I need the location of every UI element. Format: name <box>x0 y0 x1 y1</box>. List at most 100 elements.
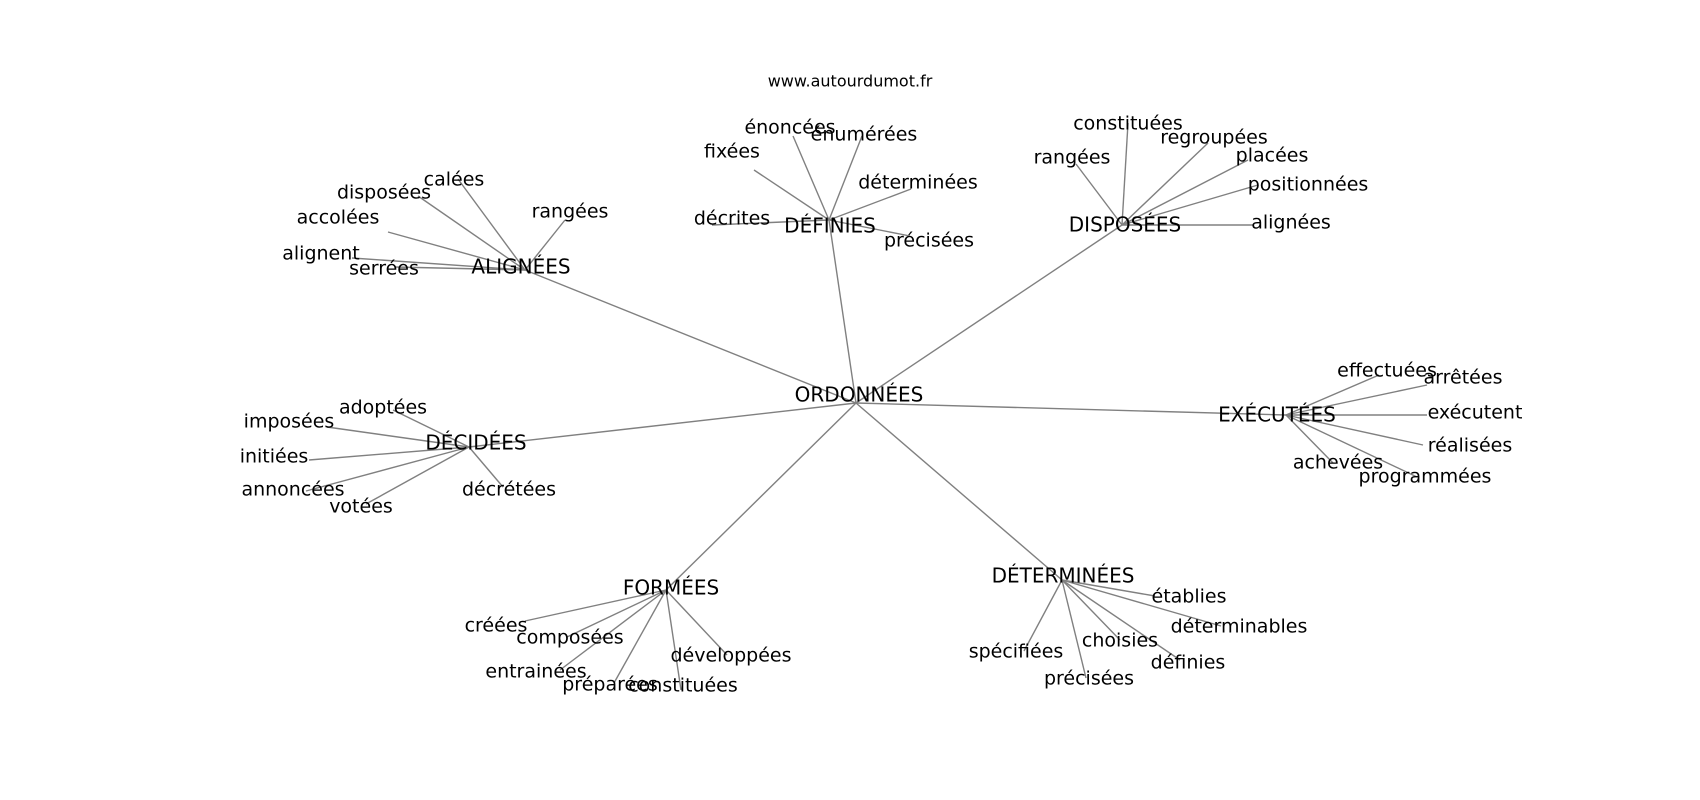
leaf-node[interactable]: rangées <box>532 201 609 223</box>
edge-hub-leaf <box>559 589 667 671</box>
leaf-node[interactable]: composées <box>516 627 623 649</box>
leaf-node[interactable]: établies <box>1152 586 1227 608</box>
leaf-node[interactable]: définies <box>1151 652 1226 674</box>
edge-center-hub <box>855 402 1287 416</box>
center-node[interactable]: ORDONNÉES <box>795 383 924 407</box>
edge-hub-leaf <box>1023 579 1063 652</box>
leaf-node[interactable]: préparées <box>562 674 658 696</box>
leaf-node[interactable]: constituées <box>1073 113 1183 135</box>
edge-hub-leaf <box>308 446 470 461</box>
leaf-node[interactable]: spécifiées <box>969 641 1064 663</box>
leaf-node[interactable]: rangées <box>1034 147 1111 169</box>
leaf-node[interactable]: décrites <box>694 208 770 230</box>
edge-hub-leaf <box>1285 414 1418 478</box>
edge-hub-leaf <box>1061 579 1181 661</box>
edge-center-hub <box>855 402 1063 581</box>
edge-hub-leaf <box>457 178 526 271</box>
edge-hub-leaf <box>326 426 470 448</box>
graph-edges <box>305 122 1428 691</box>
edge-hub-leaf <box>1061 579 1087 679</box>
edge-hub-leaf <box>394 266 526 271</box>
edge-hub-leaf <box>1121 184 1259 226</box>
hub-node[interactable]: DISPOSÉES <box>1069 213 1181 237</box>
edge-hub-leaf <box>392 409 470 448</box>
hub-node[interactable]: FORMÉES <box>623 576 719 600</box>
leaf-node[interactable]: achevées <box>1293 452 1383 474</box>
edge-hub-leaf <box>828 135 863 221</box>
edge-hub-leaf <box>1285 414 1424 446</box>
graph-labels: www.autourdumot.fr ORDONNÉESALIGNÉEScalé… <box>240 72 1523 697</box>
leaf-node[interactable]: positionnées <box>1248 174 1369 196</box>
leaf-node[interactable]: fixées <box>704 141 760 163</box>
leaf-node[interactable]: calées <box>424 169 485 191</box>
edge-hub-leaf <box>1285 414 1334 464</box>
leaf-node[interactable]: initiées <box>240 446 309 468</box>
edge-center-hub <box>828 219 857 404</box>
edge-hub-leaf <box>1075 163 1123 226</box>
leaf-node[interactable]: alignent <box>282 243 359 265</box>
leaf-node[interactable]: regroupées <box>1160 127 1268 149</box>
hub-node[interactable]: EXÉCUTÉES <box>1218 403 1336 427</box>
leaf-node[interactable]: entrainées <box>485 661 586 683</box>
leaf-node[interactable]: accolées <box>297 207 380 229</box>
edge-hub-leaf <box>417 195 526 271</box>
edge-hub-leaf <box>1061 579 1222 627</box>
leaf-node[interactable]: énumérées <box>811 124 918 146</box>
edge-hub-leaf <box>828 188 912 221</box>
edge-hub-leaf <box>524 219 566 271</box>
edge-hub-leaf <box>828 219 911 237</box>
edge-hub-leaf <box>1285 374 1380 416</box>
edge-hub-leaf <box>351 257 526 271</box>
edge-center-hub <box>468 402 857 448</box>
leaf-node[interactable]: programmées <box>1359 466 1492 488</box>
edge-center-hub <box>665 402 857 591</box>
leaf-node[interactable]: exécutent <box>1428 402 1523 424</box>
leaf-node[interactable]: annoncées <box>241 479 344 501</box>
edge-hub-leaf <box>468 446 504 488</box>
leaf-node[interactable]: déterminées <box>858 172 977 194</box>
leaf-node[interactable]: réalisées <box>1428 435 1512 457</box>
edge-hub-leaf <box>524 589 667 622</box>
leaf-node[interactable]: arrêtées <box>1424 367 1503 389</box>
leaf-node[interactable]: développées <box>671 645 792 667</box>
leaf-node[interactable]: énoncées <box>744 117 835 139</box>
leaf-node[interactable]: créées <box>465 615 528 637</box>
leaf-node[interactable]: placées <box>1236 145 1309 167</box>
leaf-node[interactable]: effectuées <box>1337 360 1437 382</box>
leaf-node[interactable]: décrétées <box>462 479 556 501</box>
hub-node[interactable]: DÉFINIES <box>784 214 876 238</box>
edge-center-hub <box>855 224 1123 404</box>
edge-hub-leaf <box>665 589 728 656</box>
leaf-node[interactable]: adoptées <box>339 397 427 419</box>
leaf-node[interactable]: précisées <box>884 230 974 252</box>
leaf-node[interactable]: constituées <box>628 675 738 697</box>
hub-node[interactable]: ALIGNÉES <box>471 255 570 279</box>
edge-hub-leaf <box>387 231 526 271</box>
leaf-node[interactable]: serrées <box>349 258 419 280</box>
edge-hub-leaf <box>1121 159 1249 226</box>
edge-hub-leaf <box>1121 142 1209 226</box>
edge-hub-leaf <box>1061 579 1156 597</box>
edge-hub-leaf <box>365 446 470 505</box>
edge-hub-leaf <box>613 589 667 684</box>
edge-hub-leaf <box>792 135 830 221</box>
leaf-node[interactable]: disposées <box>337 182 431 204</box>
edge-hub-leaf <box>665 589 682 691</box>
edge-hub-leaf <box>1285 384 1428 416</box>
edge-hub-leaf <box>305 446 470 492</box>
edge-hub-leaf <box>1121 122 1129 226</box>
edge-hub-leaf <box>711 219 830 226</box>
hub-node[interactable]: DÉTERMINÉES <box>992 564 1135 588</box>
edge-center-hub <box>524 269 857 404</box>
leaf-node[interactable]: votées <box>329 496 393 518</box>
edge-hub-leaf <box>566 589 667 638</box>
leaf-node[interactable]: alignées <box>1251 212 1331 234</box>
edge-hub-leaf <box>753 169 830 221</box>
hub-node[interactable]: DÉCIDÉES <box>425 431 526 455</box>
edge-hub-leaf <box>1061 579 1121 641</box>
leaf-node[interactable]: précisées <box>1044 668 1134 690</box>
leaf-node[interactable]: imposées <box>244 411 335 433</box>
leaf-node[interactable]: choisies <box>1082 630 1158 652</box>
leaf-node[interactable]: déterminables <box>1171 616 1308 638</box>
